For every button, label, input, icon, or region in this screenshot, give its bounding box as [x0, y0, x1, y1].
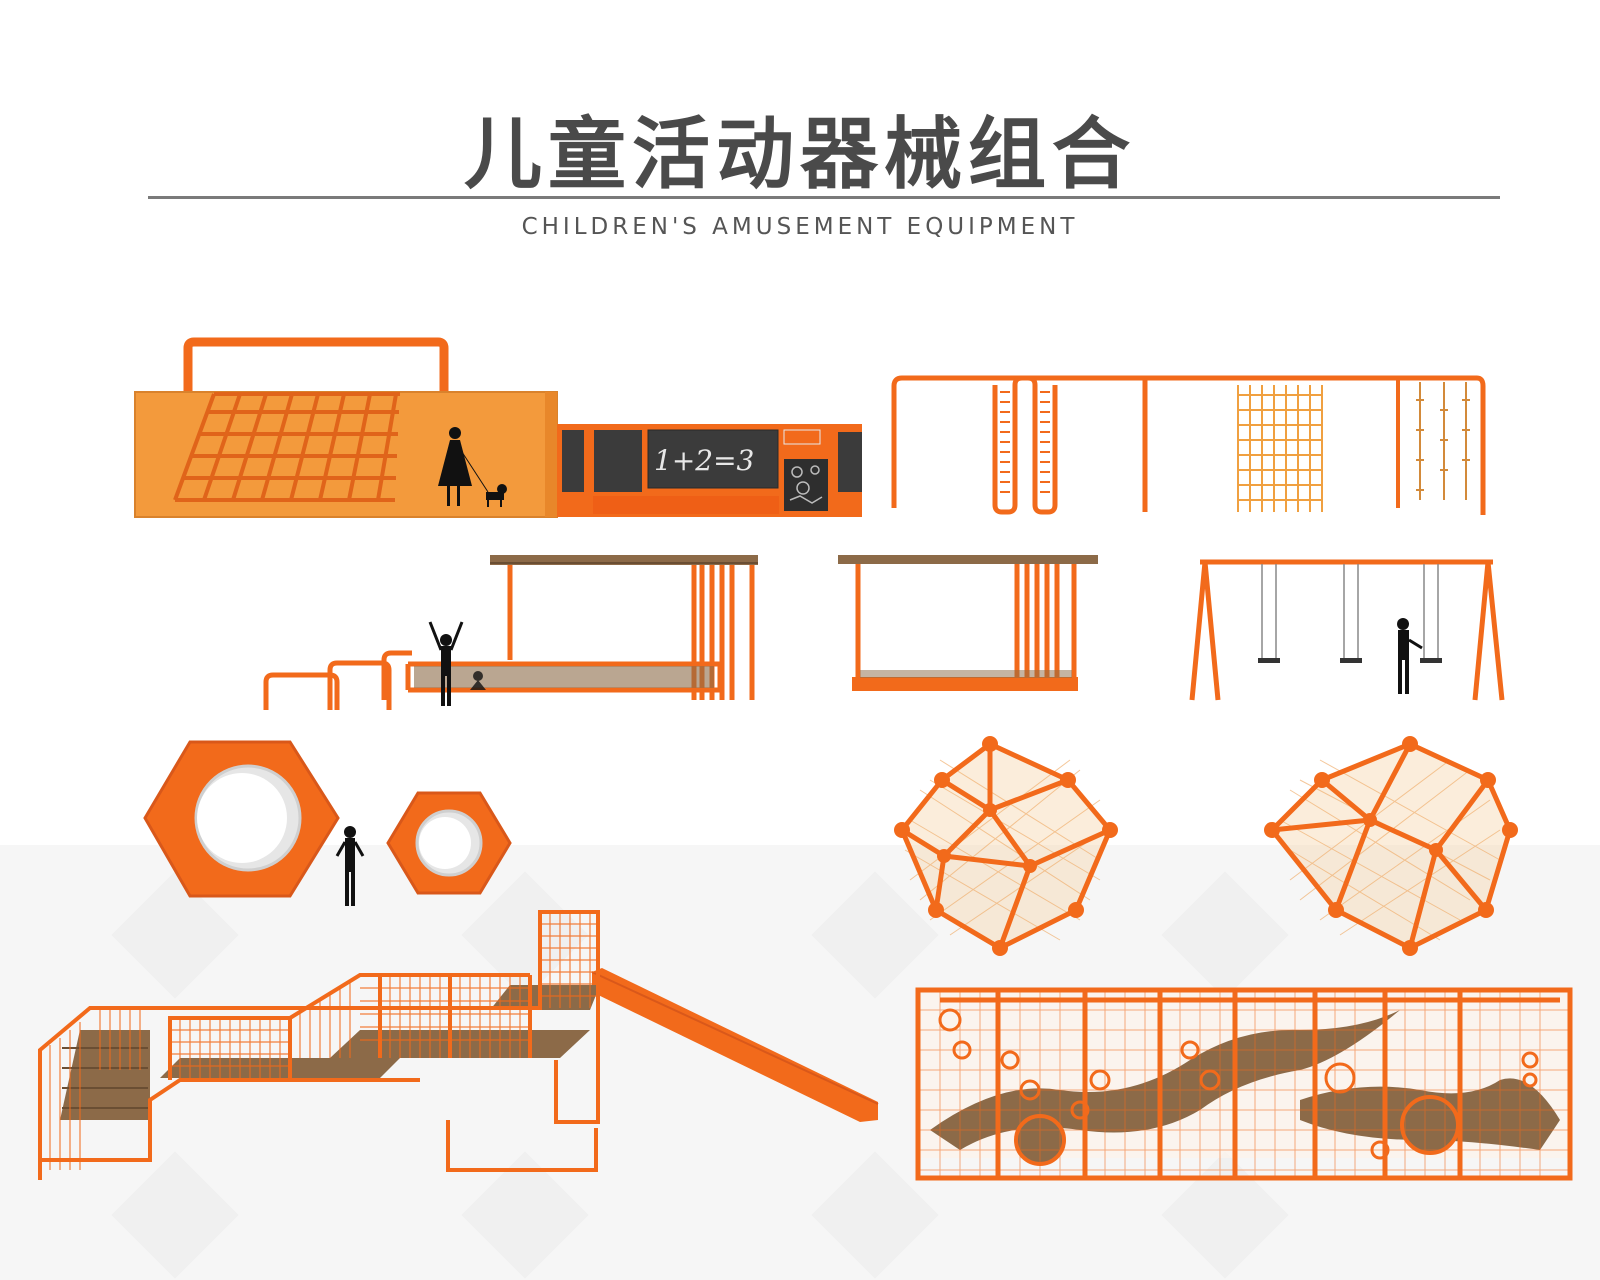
- dome-joints: [1264, 736, 1518, 956]
- swing-set-unit: [1189, 559, 1505, 701]
- mesh-tunnel-unit: [915, 987, 1573, 1181]
- geodesic-dome-right: [1264, 736, 1518, 956]
- geodesic-dome-left: [894, 736, 1118, 956]
- hexagon-tunnel-large: [143, 740, 340, 898]
- page-title: 儿童活动器械组合: [463, 110, 1136, 200]
- person-silhouette-icon: [335, 826, 365, 906]
- climbing-net: [1237, 385, 1323, 512]
- title-divider: [148, 196, 1500, 199]
- person-silhouette-icon: [438, 427, 472, 506]
- person-silhouette-icon: [1397, 618, 1423, 694]
- small-pergola-unit: [838, 555, 1098, 691]
- pergola-bars-unit: [263, 555, 758, 710]
- person-silhouette-icon: [470, 671, 486, 690]
- platform-slide-unit: [38, 910, 879, 1180]
- climbing-frame-unit: [891, 375, 1486, 515]
- hanging-ropes: [1416, 382, 1470, 500]
- climbing-wall-unit: 1+2=3: [134, 337, 862, 518]
- chalk-doodles: [789, 465, 823, 504]
- tunnel-frame: [915, 987, 1573, 1181]
- tunnel-mesh: [918, 990, 1570, 1178]
- chalkboard-equation: 1+2=3: [654, 444, 754, 477]
- swing-chains: [1261, 564, 1439, 660]
- dome-joints: [894, 736, 1118, 956]
- person-silhouette-icon: [428, 621, 464, 706]
- rope-net: [173, 392, 400, 502]
- slide: [591, 968, 879, 1122]
- dog-silhouette-icon: [461, 451, 507, 507]
- mesh-grid: [49, 912, 598, 1170]
- stair-treads: [62, 1047, 148, 1109]
- tube-openings: [1014, 1095, 1460, 1166]
- hexagon-tunnel-small: [386, 791, 512, 895]
- page-subtitle: CHILDREN'S AMUSEMENT EQUIPMENT: [521, 214, 1079, 240]
